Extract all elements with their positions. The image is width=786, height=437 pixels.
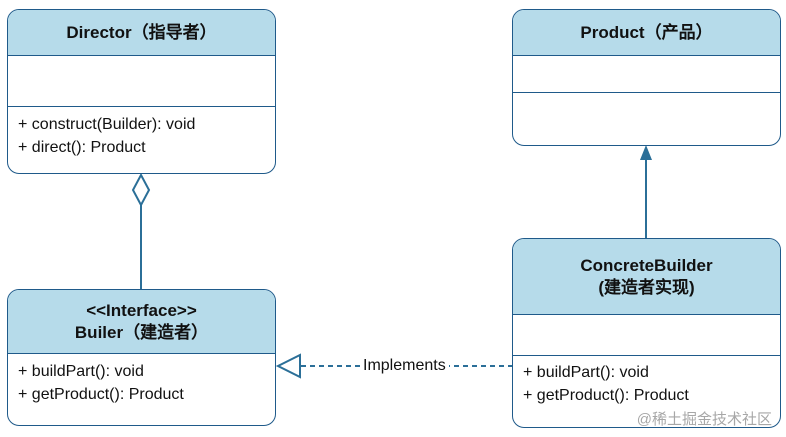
concrete-builder-title: ConcreteBuilder xyxy=(580,255,713,275)
concrete-builder-method-buildpart: + buildPart(): void xyxy=(523,364,649,381)
director-attributes xyxy=(8,56,275,107)
director-header: Director（指导者） xyxy=(8,10,275,56)
product-header: Product（产品） xyxy=(513,10,780,56)
concrete-builder-class[interactable]: ConcreteBuilder (建造者实现) + buildPart(): v… xyxy=(512,238,781,428)
product-class[interactable]: Product（产品） xyxy=(512,9,781,146)
director-method-direct: + direct(): Product xyxy=(18,139,146,156)
implements-label: Implements xyxy=(360,356,449,376)
builder-stereotype: <<Interface>> xyxy=(86,300,197,320)
builder-method-buildpart: + buildPart(): void xyxy=(18,363,144,380)
builder-methods: + buildPart(): void + getProduct(): Prod… xyxy=(8,354,275,412)
product-attributes xyxy=(513,56,780,93)
builder-method-getproduct: + getProduct(): Product xyxy=(18,386,184,403)
product-title: Product（产品） xyxy=(580,22,713,42)
concrete-builder-methods: + buildPart(): void + getProduct(): Prod… xyxy=(513,356,780,413)
director-title: Director（指导者） xyxy=(66,22,217,42)
builder-header: <<Interface>> Builer（建造者） xyxy=(8,290,275,354)
aggregation-diamond-icon xyxy=(131,172,151,208)
concrete-builder-attributes xyxy=(513,315,780,356)
association-arrowhead-icon xyxy=(640,145,652,160)
concrete-builder-header: ConcreteBuilder (建造者实现) xyxy=(513,239,780,315)
builder-title: Builer（建造者） xyxy=(74,322,209,342)
concrete-builder-method-getproduct: + getProduct(): Product xyxy=(523,387,689,404)
director-class[interactable]: Director（指导者） + construct(Builder): void… xyxy=(7,9,276,174)
watermark: @稀土掘金技术社区 xyxy=(636,411,772,428)
builder-interface-class[interactable]: <<Interface>> Builer（建造者） + buildPart():… xyxy=(7,289,276,426)
implements-triangle-icon xyxy=(275,353,301,379)
director-method-construct: + construct(Builder): void xyxy=(18,116,196,133)
concrete-builder-subtitle: (建造者实现) xyxy=(598,277,695,297)
director-methods: + construct(Builder): void + direct(): P… xyxy=(8,107,275,165)
